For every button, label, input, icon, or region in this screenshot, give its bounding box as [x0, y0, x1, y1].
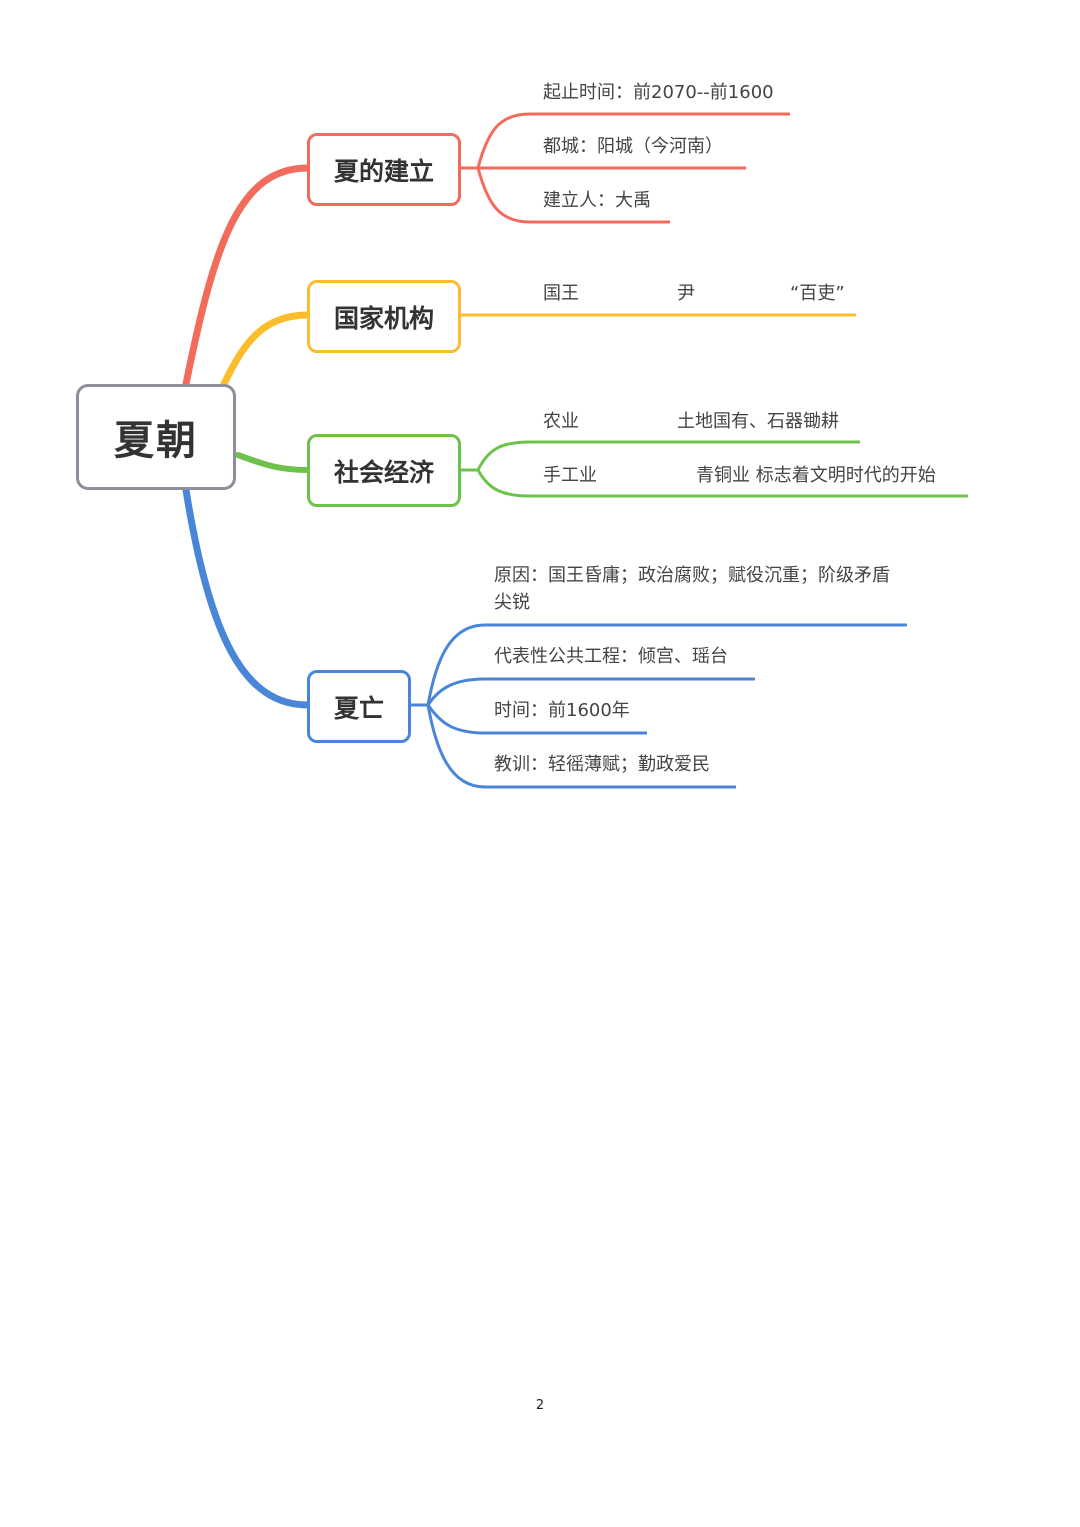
leaf-economy-handicraft-detail: 青铜业 标志着文明时代的开始	[696, 465, 936, 486]
leaf-economy-handicraft: 手工业	[543, 465, 597, 486]
connector-fall-leaf-4	[426, 704, 736, 789]
branch-fall-label: 夏亡	[333, 693, 384, 723]
root-node[interactable]: 夏朝	[76, 384, 236, 490]
connector-establish-leaf-3	[476, 167, 670, 224]
branch-institutions[interactable]: 国家机构	[307, 280, 461, 353]
leaf-establish-capital: 都城：阳城（今河南）	[543, 136, 723, 157]
connector-fall-leaf-2	[426, 677, 755, 706]
leaf-institutions-yin: 尹	[677, 283, 695, 304]
leaf-fall-cause: 原因：国王昏庸；政治腐败；赋役沉重；阶级矛盾尖锐	[494, 565, 890, 613]
branch-institutions-label: 国家机构	[333, 303, 434, 333]
leaf-fall-public-works: 代表性公共工程：倾宫、瑶台	[494, 646, 728, 667]
connector-root-institutions	[220, 311, 312, 388]
connector-root-fall	[182, 486, 312, 709]
leaf-fall-lesson: 教训：轻徭薄赋；勤政爱民	[494, 754, 710, 775]
connector-fall-leaf-3	[426, 704, 647, 735]
leaf-institutions-king: 国王	[543, 283, 579, 304]
leaf-economy-agriculture: 农业	[543, 411, 579, 432]
leaf-establish-period: 起止时间：前2070--前1600	[543, 82, 774, 103]
connector-economy-leaf-2	[476, 469, 968, 498]
branch-establish-label: 夏的建立	[333, 156, 434, 186]
leaf-fall-time: 时间：前1600年	[494, 700, 630, 721]
branch-economy[interactable]: 社会经济	[307, 434, 461, 507]
leaf-establish-founder: 建立人：大禹	[543, 190, 651, 211]
connector-root-economy	[235, 452, 311, 473]
leaf-institutions-officials: “百吏”	[790, 283, 845, 304]
connector-economy-leaf-1	[460, 440, 860, 472]
page-number: 2	[535, 1398, 545, 1413]
branch-economy-label: 社会经济	[333, 457, 434, 487]
branch-fall[interactable]: 夏亡	[307, 670, 411, 743]
connector-establish-leaf-1	[460, 112, 790, 170]
connector-fall-leaf-1	[410, 623, 907, 707]
leaf-economy-agriculture-detail: 土地国有、石器锄耕	[677, 411, 839, 432]
connector-root-establish	[182, 164, 312, 388]
root-label: 夏朝	[114, 418, 198, 464]
branch-establish[interactable]: 夏的建立	[307, 133, 461, 206]
